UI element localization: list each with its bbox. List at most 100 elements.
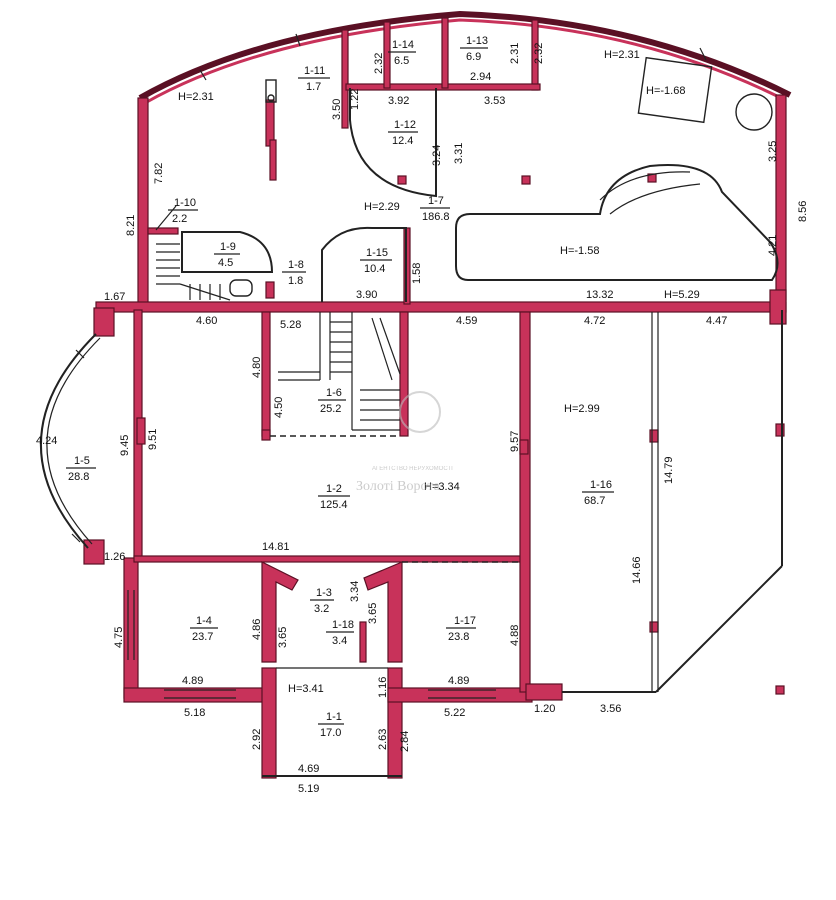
bay-window-arc-inner [46, 337, 101, 545]
room-1-5: 1-5 28.8 [66, 455, 96, 483]
wall-1-6-left [261, 311, 271, 437]
height-main: H=3.34 [424, 481, 460, 493]
room-1-12-area: 12.4 [392, 135, 413, 147]
dim-3-25: 3.25 [767, 141, 779, 162]
room-1-13: 1-13 6.9 [460, 35, 488, 63]
room-1-18-area: 3.4 [332, 635, 347, 647]
wall-upper-vert2 [269, 139, 277, 181]
room-1-13-area: 6.9 [466, 51, 481, 63]
room-1-12-outline [349, 88, 437, 198]
room-1-15-area: 10.4 [364, 263, 385, 275]
dim-4-50: 4.50 [273, 397, 285, 418]
garage-diag [655, 565, 783, 693]
dim-1-67: 1.67 [104, 291, 125, 303]
dim-2-32b: 2.32 [533, 43, 545, 64]
room-1-17: 1-17 23.8 [446, 615, 476, 643]
wall-1-17-right [519, 311, 531, 693]
room-1-5-id: 1-5 [74, 455, 90, 467]
dim-4-88: 4.88 [509, 625, 521, 646]
dim-14-81: 14.81 [262, 541, 290, 553]
jacuzzi-circle [735, 93, 773, 131]
dim-9-45: 9.45 [119, 435, 131, 456]
room-1-2: 1-2 125.4 [318, 483, 350, 511]
wall-hall-bottom [133, 555, 527, 563]
stairs-1-10 [155, 205, 231, 301]
room-1-18: 1-18 3.4 [326, 619, 354, 647]
room-1-4-area: 23.7 [192, 631, 213, 643]
wall-left-upper [137, 97, 149, 311]
room-1-2-id: 1-2 [326, 483, 342, 495]
room-1-16-id: 1-16 [590, 479, 612, 491]
dim-4-59: 4.59 [456, 315, 477, 327]
wall-stub-g [397, 175, 407, 185]
dim-3-53: 3.53 [484, 95, 505, 107]
room-1-1-area: 17.0 [320, 727, 341, 739]
dim-3-50: 3.50 [331, 99, 343, 120]
toilet-fixture [229, 279, 253, 297]
dim-3-34: 3.34 [349, 581, 361, 602]
wall-1-14-left [383, 21, 391, 89]
watermark-logo-icon [399, 391, 441, 433]
height-top-left: H=2.31 [178, 91, 214, 103]
wall-bay-top [93, 307, 115, 337]
upper-fixture [265, 79, 277, 103]
height-hall-top: H=2.29 [364, 201, 400, 213]
room-1-5-area: 28.8 [68, 471, 89, 483]
wall-stub-e [261, 429, 271, 441]
room-1-7-id: 1-7 [428, 195, 444, 207]
curved-top-wall [138, 10, 792, 101]
room-1-14-area: 6.5 [394, 55, 409, 67]
tick-4 [75, 349, 85, 359]
dim-4-69: 4.69 [298, 763, 319, 775]
dim-8-21: 8.21 [125, 215, 137, 236]
room-1-1-id: 1-1 [326, 711, 342, 723]
room-1-3-area: 3.2 [314, 603, 329, 615]
room-1-16: 1-16 68.7 [582, 479, 614, 507]
wall-stub-k [265, 281, 275, 299]
dim-2-84: 2.84 [399, 731, 411, 752]
dim-5-28: 5.28 [280, 319, 301, 331]
room-1-11-area: 1.7 [306, 81, 321, 93]
dimension-labels: 1.67 4.60 5.28 4.59 4.72 4.47 13.32 3.90… [36, 71, 727, 795]
room-1-15-outline [321, 226, 407, 302]
tick-1 [699, 47, 707, 61]
room-1-8-area: 1.8 [288, 275, 303, 287]
room-1-9-id: 1-9 [220, 241, 236, 253]
room-1-6: 1-6 25.2 [318, 387, 346, 415]
dim-4-72: 4.72 [584, 315, 605, 327]
wall-1-1-left [261, 667, 277, 779]
room-1-3: 1-3 3.2 [310, 587, 334, 615]
wall-garage-bottom [525, 683, 563, 701]
pit-outline [637, 56, 713, 124]
room-1-7: 1-7 186.8 [420, 195, 450, 223]
room-1-11-id: 1-11 [304, 65, 325, 77]
room-1-2-area: 125.4 [320, 499, 348, 511]
room-1-11: 1-11 1.7 [298, 65, 330, 93]
wall-1-11 [341, 29, 349, 129]
dim-3-90: 3.90 [356, 289, 377, 301]
wall-stub-a [136, 417, 146, 445]
dim-3-92: 3.92 [388, 95, 409, 107]
dim-1-58: 1.58 [411, 263, 423, 284]
room-1-12: 1-12 12.4 [388, 119, 418, 147]
room-1-6-id: 1-6 [326, 387, 342, 399]
dim-2-31: 2.31 [509, 43, 521, 64]
dim-3-31: 3.31 [453, 143, 465, 164]
wall-1-9-top [147, 227, 179, 235]
room-1-14-id: 1-14 [392, 39, 414, 51]
pool-outline [455, 164, 779, 281]
dim-3-24: 3.24 [431, 145, 443, 166]
height-pit: H=-1.68 [646, 85, 685, 97]
watermark-sub: АГЕНТСТВО НЕРУХОМОСТІ [372, 466, 453, 472]
wall-stub-h [521, 175, 531, 185]
watermark: АГЕНТСТВО НЕРУХОМОСТІ Золоті Ворота [356, 391, 453, 494]
room-1-4: 1-4 23.7 [190, 615, 218, 643]
height-entry: H=3.41 [288, 683, 324, 695]
wall-middle-band [95, 301, 787, 313]
wall-stub-d [649, 621, 659, 633]
room-1-10-id: 1-10 [174, 197, 196, 209]
dim-3-56: 3.56 [600, 703, 621, 715]
wall-stub-j [775, 685, 785, 695]
room-1-8: 1-8 1.8 [282, 259, 306, 287]
room-1-16-area: 68.7 [584, 495, 605, 507]
